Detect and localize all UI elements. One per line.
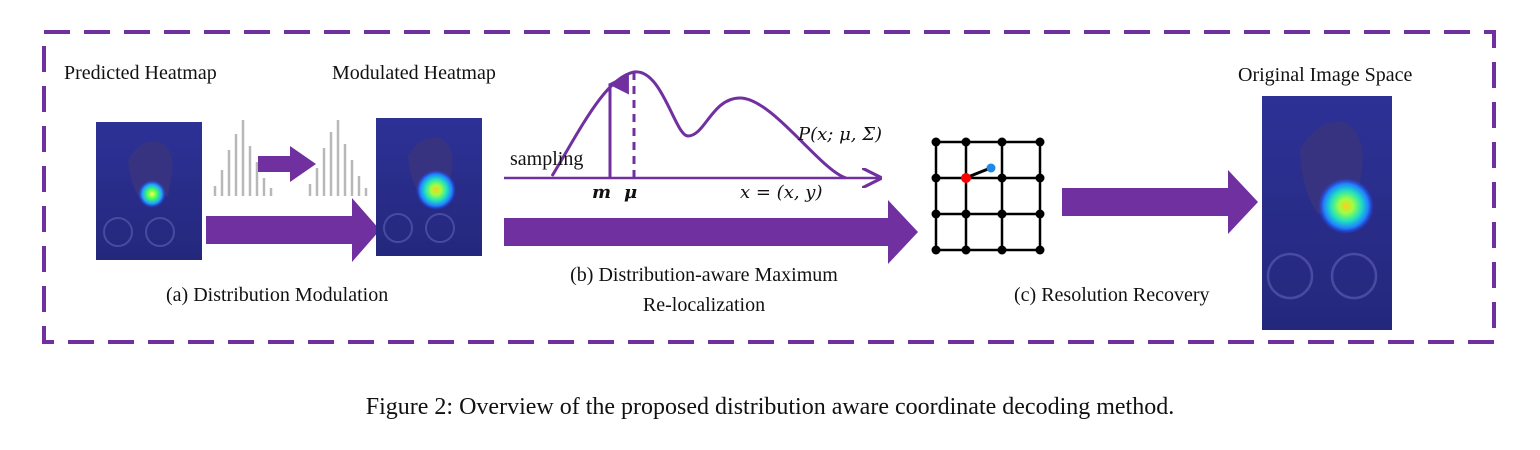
stage-b-label-line2: Re-localization bbox=[642, 294, 766, 316]
distribution-curve bbox=[550, 70, 847, 180]
original-image-space-label: Original Image Space bbox=[1238, 64, 1413, 86]
stage-c-label: (c) Resolution Recovery bbox=[1014, 284, 1210, 306]
offset-vector bbox=[967, 167, 989, 179]
distribution-plot bbox=[504, 70, 880, 180]
probability-label: P(x; μ, Σ) bbox=[798, 124, 882, 145]
arrow-stage-c bbox=[1062, 170, 1258, 234]
stage-b-label-line1: (b) Distribution-aware Maximum bbox=[570, 264, 838, 286]
modulated-heatmap-image bbox=[376, 118, 482, 256]
refined-point-blue bbox=[986, 163, 996, 173]
modulated-heatmap-label: Modulated Heatmap bbox=[332, 62, 496, 84]
predicted-heatmap-label: Predicted Heatmap bbox=[64, 62, 217, 84]
m-symbol: m bbox=[592, 182, 612, 203]
x-equals-label: x = (x, y) bbox=[740, 182, 823, 203]
histogram-original bbox=[213, 120, 273, 196]
arrow-stage-b bbox=[504, 200, 918, 264]
figure-caption: Figure 2: Overview of the proposed distr… bbox=[365, 394, 1175, 420]
grid-nodes bbox=[931, 137, 1045, 255]
histogram-modulated bbox=[308, 120, 368, 196]
stage-a-label: (a) Distribution Modulation bbox=[166, 284, 389, 306]
arrow-stage-a bbox=[206, 198, 380, 262]
predicted-heatmap-image bbox=[96, 122, 202, 260]
sampling-grid bbox=[934, 140, 1042, 252]
mu-symbol: μ bbox=[624, 182, 638, 203]
sampling-label: sampling bbox=[510, 148, 584, 170]
original-image bbox=[1262, 96, 1392, 330]
dashed-frame bbox=[42, 30, 1496, 344]
max-point-red bbox=[961, 173, 971, 183]
modulation-small-arrow bbox=[258, 146, 316, 182]
